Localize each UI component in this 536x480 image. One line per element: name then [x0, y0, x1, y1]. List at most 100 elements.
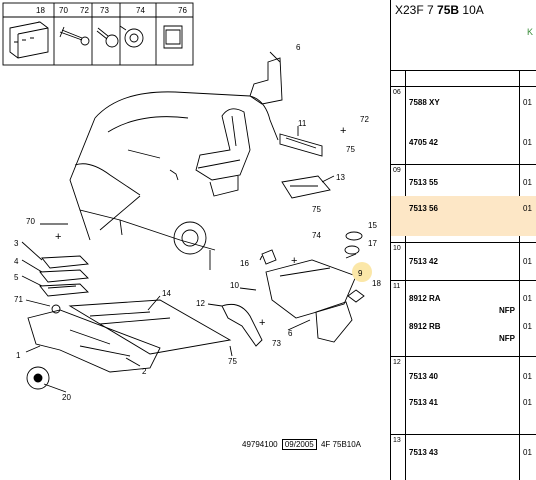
part-9-10	[265, 259, 357, 319]
divider	[391, 70, 536, 71]
part-14	[68, 299, 232, 355]
panel-header: X23F 7 75B 10A	[395, 3, 484, 17]
row-num-06: 06	[393, 89, 401, 96]
quantity: 01	[523, 257, 532, 266]
quantity: 01	[523, 138, 532, 147]
callout-75-b[interactable]: 75	[312, 205, 321, 214]
part-12	[221, 303, 263, 347]
parts-list-panel: X23F 7 75B 10A K 06 7588 XY 01 4705 42 0…	[390, 0, 536, 480]
part-11	[279, 133, 323, 157]
divider	[391, 86, 536, 87]
svg-text:+: +	[259, 317, 265, 329]
quantity: 01	[523, 178, 532, 187]
legend-numbers: 18 70 72 73 74 76	[36, 6, 187, 15]
quantity: 01	[523, 294, 532, 303]
callout-70[interactable]: 70	[26, 217, 35, 226]
footer-date: 09/2005	[281, 439, 317, 450]
callout-12[interactable]: 12	[196, 299, 205, 308]
callout-73[interactable]: 73	[272, 339, 281, 348]
callout-6-lower[interactable]: 6	[288, 329, 293, 338]
callout-2[interactable]: 2	[142, 367, 147, 376]
divider	[391, 356, 536, 357]
diagram-footer: 49794100 09/2005 4F 75B10A	[242, 439, 361, 450]
callout-17[interactable]: 17	[368, 239, 377, 248]
header-bold: 75B	[437, 3, 460, 17]
footer-ref: 49794100	[242, 440, 278, 449]
callout-10[interactable]: 10	[230, 281, 239, 290]
row-num-09: 09	[393, 167, 401, 174]
callout-75-c[interactable]: 75	[228, 357, 237, 366]
callout-20[interactable]: 20	[62, 393, 71, 402]
callout-72[interactable]: 72	[360, 115, 369, 124]
nfp-label: NFP	[499, 334, 515, 343]
part-16	[261, 249, 277, 265]
divider	[391, 434, 536, 435]
quantity: 01	[523, 322, 532, 331]
part-number[interactable]: 7513 55	[409, 178, 438, 187]
part-number[interactable]: 4705 42	[409, 138, 438, 147]
selected-row-highlight	[391, 196, 536, 236]
callout-18[interactable]: 18	[372, 279, 381, 288]
quantity: 01	[523, 204, 532, 213]
part-number[interactable]: 8912 RA	[409, 294, 441, 303]
part-number[interactable]: 7588 XY	[409, 98, 440, 107]
row-num-12: 12	[393, 359, 401, 366]
callout-11[interactable]: 11	[298, 119, 307, 128]
legend-18: 18	[36, 6, 45, 15]
header-green-label: K	[527, 27, 534, 37]
part-number[interactable]: 7513 42	[409, 257, 438, 266]
row-num-11: 11	[393, 283, 401, 290]
callout-5[interactable]: 5	[14, 273, 19, 282]
quantity: 01	[523, 372, 532, 381]
callout-1[interactable]: 1	[16, 351, 21, 360]
row-num-13: 13	[393, 437, 401, 444]
callout-71[interactable]: 71	[14, 295, 23, 304]
part-number[interactable]: 7513 41	[409, 398, 438, 407]
plus-markers: + + + +	[55, 125, 346, 329]
callout-13[interactable]: 13	[336, 173, 345, 182]
divider	[519, 70, 520, 480]
highlight-9	[352, 262, 372, 282]
callout-16[interactable]: 16	[240, 259, 249, 268]
part-number[interactable]: 7513 43	[409, 448, 438, 457]
callout-75-a[interactable]: 75	[346, 145, 355, 154]
callout-15[interactable]: 15	[368, 221, 377, 230]
quantity: 01	[523, 448, 532, 457]
van-outline	[69, 91, 279, 255]
callout-4[interactable]: 4	[14, 257, 19, 266]
part-number-selected[interactable]: 7513 56	[409, 204, 438, 213]
header-suffix: 10A	[462, 3, 484, 17]
part-1-2	[27, 309, 161, 373]
divider	[391, 242, 536, 243]
seat	[195, 108, 251, 197]
header-prefix: X23F 7	[395, 3, 434, 17]
divider	[391, 164, 536, 165]
legend-74: 74	[136, 6, 145, 15]
row-num-10: 10	[393, 245, 401, 252]
legend-76: 76	[178, 6, 187, 15]
part-6-lower	[315, 301, 353, 343]
part-13	[281, 175, 331, 199]
svg-text:+: +	[55, 231, 61, 243]
legend-box	[2, 2, 194, 66]
divider	[405, 70, 406, 480]
svg-text:+: +	[291, 255, 297, 267]
callouts: 1 2 3 4 5 6 6 9 10 11 12 13 14 15 16 17 …	[14, 43, 381, 402]
callout-6-top[interactable]: 6	[296, 43, 301, 52]
callout-3[interactable]: 3	[14, 239, 19, 248]
part-6-top	[249, 57, 283, 105]
callout-14[interactable]: 14	[162, 289, 171, 298]
callout-9[interactable]: 9	[358, 269, 363, 278]
svg-text:+: +	[340, 125, 346, 137]
legend-70: 70	[59, 6, 68, 15]
nfp-label: NFP	[499, 306, 515, 315]
exploded-parts-diagram: + + + + 1 2 3 4 5 6 6 9 10 11 12 13 14 1…	[2, 2, 381, 402]
callout-74[interactable]: 74	[312, 231, 321, 240]
divider	[391, 280, 536, 281]
part-number[interactable]: 7513 40	[409, 372, 438, 381]
legend-72: 72	[80, 6, 89, 15]
legend-73: 73	[100, 6, 109, 15]
footer-code: 4F 75B10A	[320, 440, 362, 449]
quantity: 01	[523, 398, 532, 407]
part-number[interactable]: 8912 RB	[409, 322, 441, 331]
